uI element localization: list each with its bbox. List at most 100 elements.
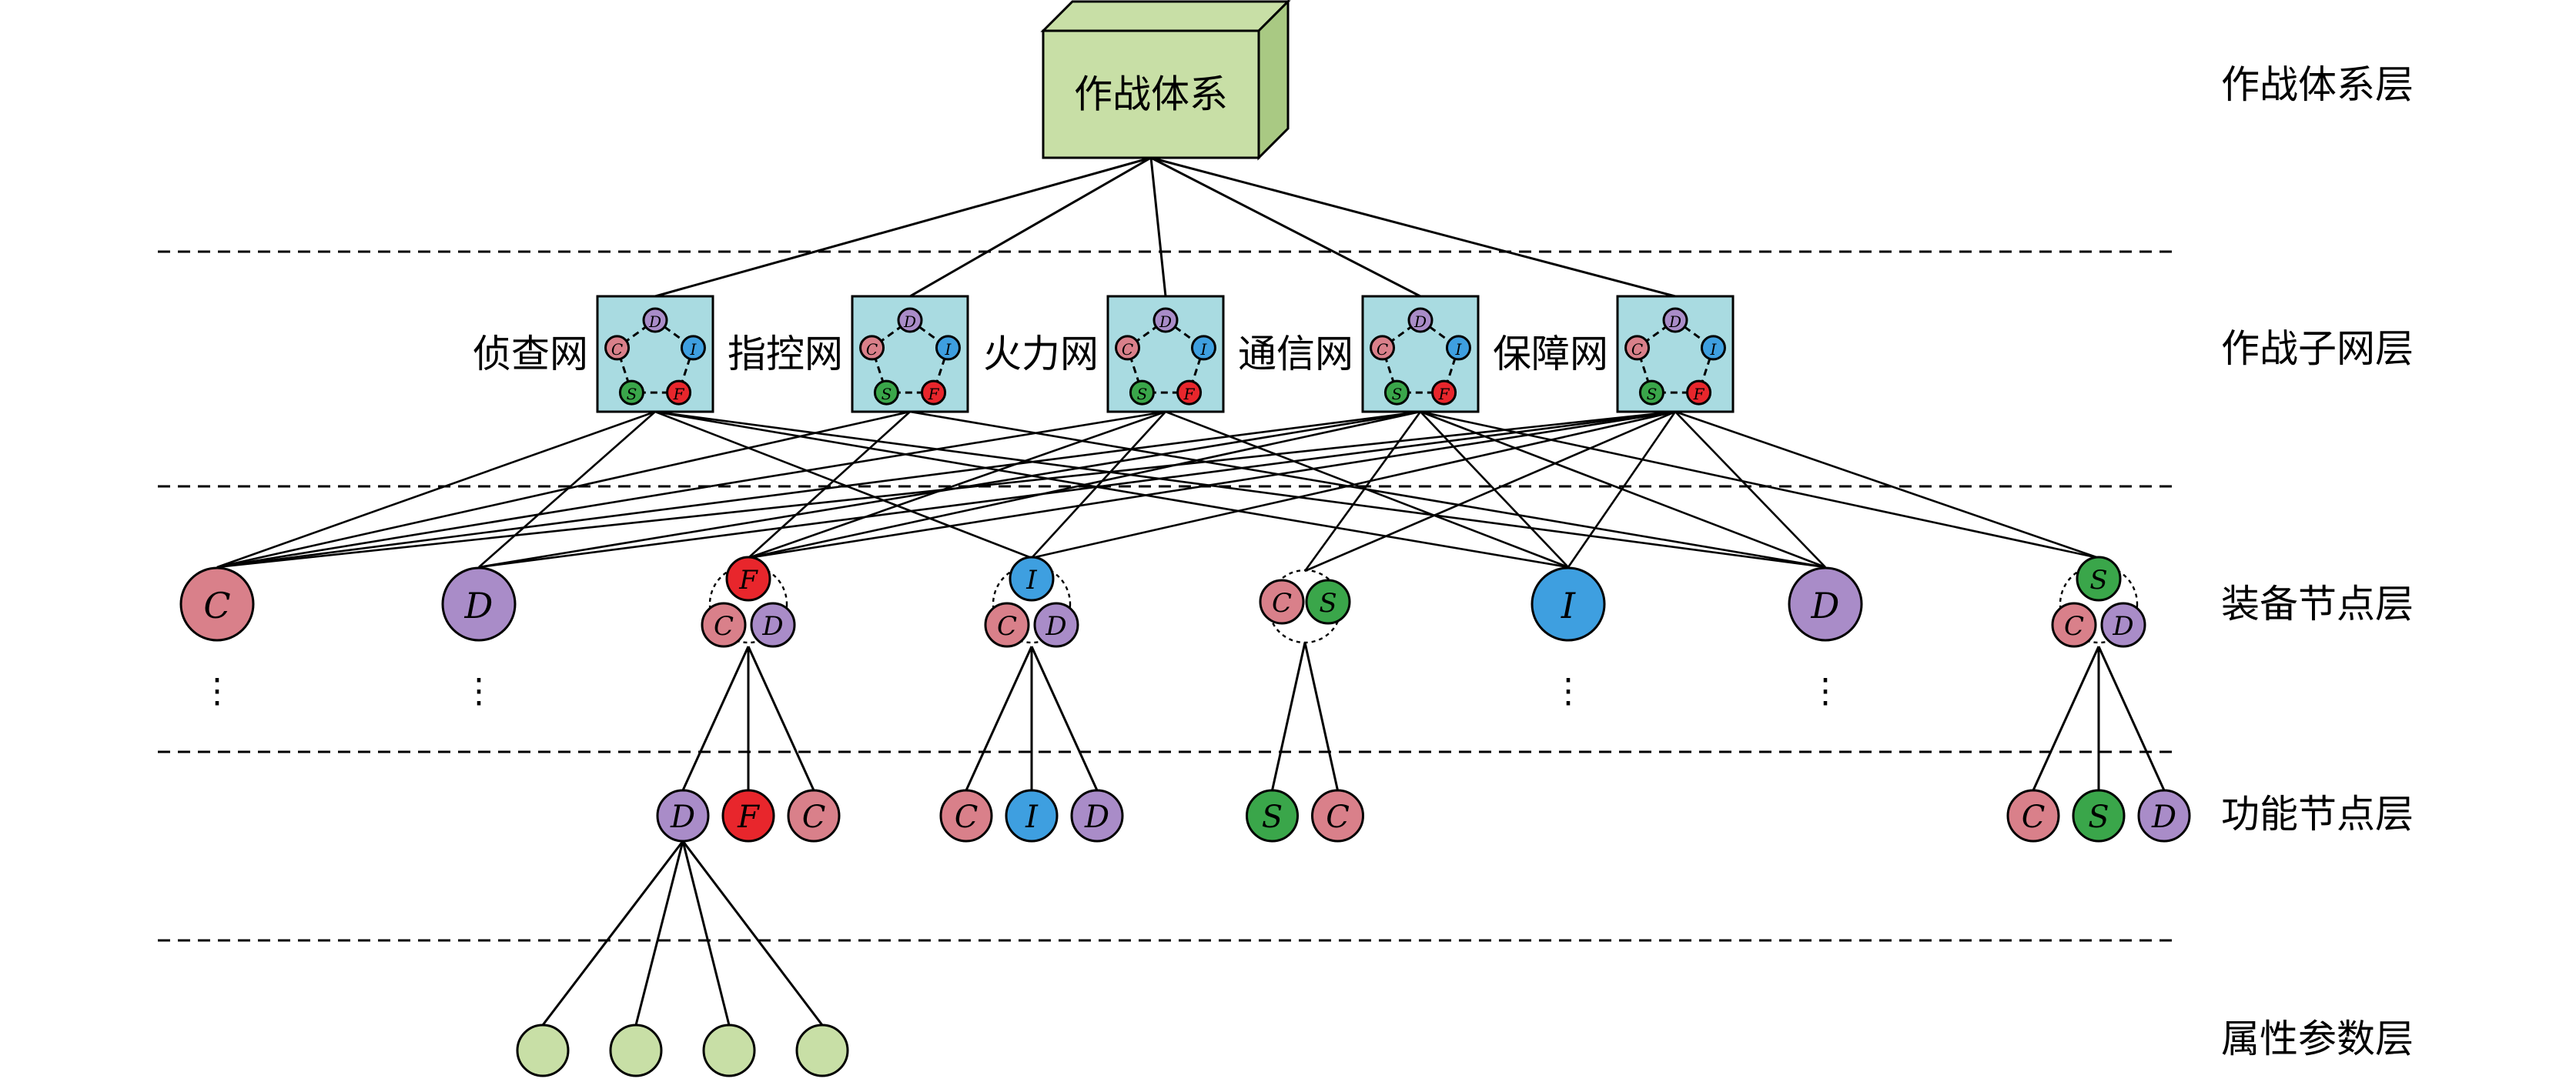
equipment-sub-circle: D [1033,602,1079,648]
equipment-sub-circle: D [750,602,796,648]
edge-subnet-equipment-16 [1303,411,1422,572]
function-node-c: C [939,789,993,843]
pentagon-node-s-circle [618,379,644,406]
equipment-sub-circle-letter: F [738,565,758,596]
layer-label-equipment: 装备节点层 [2221,582,2414,626]
pentagon-node-d-letter: D [648,312,661,331]
attribute-node [609,1024,663,1077]
pentagon-node-s: S [873,379,899,406]
edge-equipment-function-1-1 [681,646,750,791]
edge-function-attribute-1 [541,840,684,1026]
pentagon-node-c-circle [1370,335,1396,361]
edge-subnet-equipment-3 [654,410,1032,559]
pentagon-node-s-circle [1638,379,1664,406]
pentagon-node-d: D [897,307,923,333]
system-node-front-face [1042,29,1260,159]
edge-subnet-equipment-15 [748,410,1421,559]
system-node: 作战体系 [1040,0,1291,161]
equipment-circle: I [1531,566,1606,642]
function-node-d: D [2137,789,2191,843]
pentagon-node-d-letter: D [903,312,916,331]
pentagon-node-i-letter: I [1455,340,1463,359]
equipment-circle-circle [1788,566,1863,642]
edge-subnet-equipment-5 [654,410,1826,569]
function-node-d: D [1070,789,1124,843]
pentagon-node-s-letter: S [1137,385,1148,403]
edge-function-attribute-3 [681,840,731,1026]
system-node-label: 作战体系 [1074,72,1228,117]
function-node-s-letter: S [2088,800,2109,835]
equipment-sub-circle: C [1259,579,1305,625]
pentagon-node-i-letter: I [1710,340,1718,359]
pentagon-node-i-letter: I [690,340,698,359]
pentagon-node-f: F [921,379,947,406]
equipment-sub-circle: D [2100,602,2146,648]
function-node-d-circle [1070,789,1124,843]
edge-equipment-function-1-3 [747,646,815,791]
subnet-label: 火力网 [983,332,1099,376]
edge-equipment-function-4-1 [2032,646,2100,791]
edge-subnet-equipment-22 [748,410,1676,559]
pentagon-node-d: D [642,307,668,333]
edge-subnet-equipment-10 [748,410,1166,559]
pentagon-node-d-letter: D [1668,312,1681,331]
subnet-label: 通信网 [1238,332,1353,376]
function-node-c: C [787,789,841,843]
equipment-sub-circle-letter: C [997,611,1017,642]
equipment-sub-circle-letter: D [2112,611,2133,642]
pentagon-node-f-circle [1176,379,1203,406]
ellipsis-mark: ⋮ [1808,672,1842,711]
pentagon-node-c: C [1370,335,1396,361]
equipment-circle-circle [441,566,517,642]
equipment-circle-circle [1531,566,1606,642]
pentagon-node-i-letter: I [945,340,952,359]
ellipsis-mark: ⋮ [1551,672,1585,711]
pentagon-node-c-letter: C [1631,340,1643,359]
pentagon-node-c-circle [1115,335,1141,361]
equipment-sub-circle: C [701,602,747,648]
equipment-circle-circle [179,566,255,642]
pentagon-node-c-letter: C [1377,340,1388,359]
pentagon-node-i: I [680,335,706,361]
pentagon-node-d: D [1662,307,1688,333]
pentagon-node-c-circle [859,335,885,361]
pentagon-node-i: I [1445,335,1471,361]
edge-subnet-equipment-27 [1674,410,2099,559]
equipment-sub-circle-circle [701,602,747,648]
equipment-sub-circle-letter: C [2064,611,2084,642]
pentagon-node-f-circle [1431,379,1457,406]
edge-subnet-equipment-12 [1165,410,1569,569]
edge-function-attribute-2 [634,840,684,1026]
function-node-d-circle [2137,789,2191,843]
pentagon-node-s: S [618,379,644,406]
equipment-sub-circle-letter: I [1025,565,1037,596]
edge-subnet-equipment-20 [216,410,1676,569]
equipment-sub-circle: S [1305,579,1351,625]
pentagon-node-s: S [1129,379,1155,406]
function-node-c-letter: C [802,800,826,835]
equipment-sub-circle: C [2051,602,2097,648]
function-node-c-circle [939,789,993,843]
equipment-node-2: D⋮ [441,566,517,711]
equipment-sub-circle: I [1009,556,1055,602]
function-node-s: S [2072,789,2126,843]
pentagon-node-f-letter: F [1693,385,1705,403]
edge-subnet-equipment-23 [1031,410,1676,559]
equipment-group-outline [992,564,1072,644]
equipment-circle-letter: D [1811,585,1840,626]
equipment-circle-letter: C [203,585,230,626]
pentagon-node-c-circle [1624,335,1651,361]
pentagon-node-s-letter: S [882,385,892,403]
function-node-f: F [721,789,775,843]
equipment-sub-circle-circle [1009,556,1055,602]
function-node-d-circle [656,789,710,843]
pentagon-node-s-circle [1383,379,1410,406]
pentagon-node-c-letter: C [1122,340,1133,359]
pentagon-node-s-circle [1129,379,1155,406]
pentagon-node-s-circle [873,379,899,406]
